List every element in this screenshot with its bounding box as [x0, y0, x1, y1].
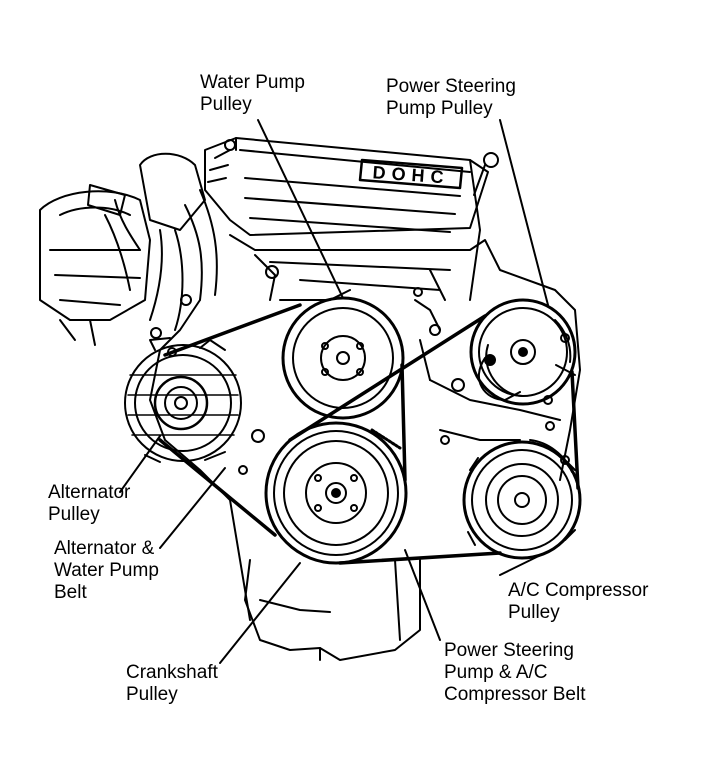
- label-line: Pulley: [48, 504, 100, 525]
- label-line: Alternator &: [54, 538, 155, 559]
- label-line: Pulley: [126, 684, 178, 705]
- water-pump-pulley: [281, 296, 405, 420]
- alternator: [124, 337, 242, 463]
- label-alternator-water-pump-belt: Alternator & Water Pump Belt: [54, 538, 159, 604]
- label-line: Water Pump: [200, 72, 305, 93]
- label-alternator-pulley: Alternator Pulley: [48, 482, 130, 526]
- label-line: Pulley: [200, 94, 252, 115]
- dohc-badge-text: DOHC: [372, 162, 450, 187]
- ac-compressor-pulley: [462, 439, 582, 560]
- label-line: Compressor Belt: [444, 684, 586, 705]
- ps-ac-compressor-belt: [288, 314, 580, 565]
- label-line: Pulley: [508, 602, 560, 623]
- label-line: Water Pump: [54, 560, 159, 581]
- label-line: A/C Compressor: [508, 580, 649, 601]
- label-line: Pump Pulley: [386, 98, 493, 119]
- label-ac-compressor-pulley: A/C Compressor Pulley: [508, 580, 648, 624]
- label-line: Belt: [54, 582, 87, 603]
- label-ps-ac-compressor-belt: Power Steering Pump & A/C Compressor Bel…: [444, 640, 586, 706]
- engine-block-outline: [39, 137, 581, 661]
- label-line: Crankshaft: [126, 662, 218, 683]
- crankshaft-pulley: [264, 421, 408, 565]
- leader-lines: [119, 119, 556, 664]
- leader-power-steering-pump-pulley: [499, 119, 549, 306]
- leader-ps-ac-compressor-belt: [404, 549, 441, 641]
- label-line: Pump & A/C: [444, 662, 548, 683]
- label-crankshaft-pulley: Crankshaft Pulley: [126, 662, 218, 706]
- leader-alternator-pulley: [119, 435, 161, 493]
- label-line: Power Steering: [386, 76, 516, 97]
- leader-alternator-water-pump-belt: [159, 467, 226, 549]
- power-steering-pump-pulley: [469, 298, 577, 406]
- leader-crankshaft-pulley: [219, 562, 301, 664]
- label-water-pump-pulley: Water Pump Pulley: [200, 72, 305, 116]
- label-power-steering-pump-pulley: Power Steering Pump Pulley: [386, 76, 516, 120]
- leader-ac-compressor-pulley: [499, 547, 556, 576]
- alternator-water-pump-belt: [158, 303, 407, 537]
- label-line: Power Steering: [444, 640, 574, 661]
- label-line: Alternator: [48, 482, 131, 503]
- leader-water-pump-pulley: [257, 119, 344, 299]
- dohc-badge: [358, 158, 464, 190]
- alternator-pulley: [153, 375, 209, 431]
